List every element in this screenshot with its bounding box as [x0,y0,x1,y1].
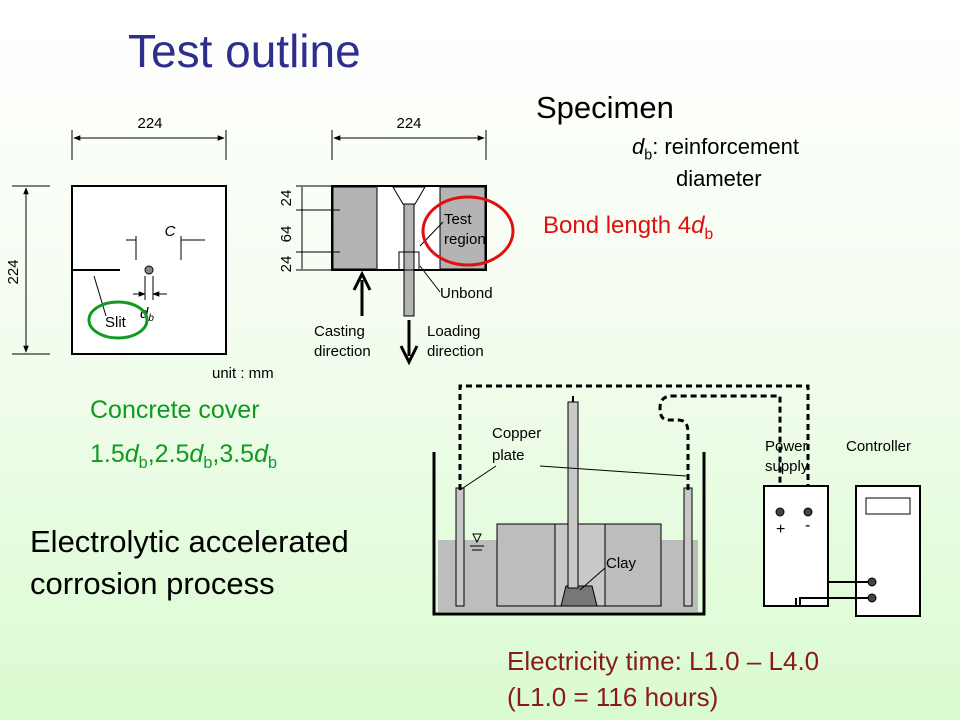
setup-rebar [567,401,579,589]
minus-terminal [803,507,813,517]
clay-label: Clay [606,555,637,572]
c-label: C [165,223,176,240]
plus-label: + [776,521,785,538]
casting-arrow-head [352,270,372,291]
bond-db-symbol: d [691,212,705,239]
controller-display [865,497,911,515]
corrosion-setup-diagram: Copper plate Clay Power supply + - Contr… [432,384,921,617]
rebar-vertical [403,203,415,317]
power-supply-label-2: supply [765,458,809,475]
db-definition-line2: diameter [676,166,762,191]
slit-label: Slit [105,314,127,331]
process-title-line1: Electrolytic accelerated [30,524,349,559]
bar-head [392,186,426,205]
unit-label: unit : mm [212,365,274,382]
water-level-symbol [472,533,482,544]
copper-leader-left [459,465,497,491]
controller-label: Controller [846,438,911,455]
casting-label-2: direction [314,343,371,360]
dim-bot-label: 24 [278,256,295,273]
side-section-diagram: 224 24 64 24 Test region Unbond Casting … [278,115,515,366]
unbond-sleeve [398,251,420,271]
bond-length-text: Bond length 4 [543,212,692,239]
cover-value-3: ,3.5 [212,440,255,468]
test-region-label-2: region [444,231,486,248]
db-symbol: d [632,134,645,159]
dim-mid-label: 64 [278,226,295,243]
casting-label-1: Casting [314,323,365,340]
test-region-highlight-ellipse [421,195,515,267]
bond-length-label: Bond length 4db [543,212,713,244]
copper-label-2: plate [492,447,525,464]
loading-label-2: direction [427,343,484,360]
slit-highlight-ellipse [87,300,149,340]
concrete-cover-title: Concrete cover [90,396,260,424]
copper-plate-left [455,487,465,607]
cover-sub-3: b [267,454,278,472]
concrete-block-left [332,186,378,270]
db-definition-text: : reinforcement [652,134,799,159]
controller-terminal-1 [867,577,877,587]
cover-value-1: 1.5 [90,440,125,468]
page-title: Test outline [128,25,361,77]
wire-ps-controller-2 [799,597,868,606]
clay-leader [579,567,606,591]
unbond-leader [419,265,441,293]
wire-copper-to-minus [458,384,810,512]
cover-sym-1: d [124,440,139,468]
controller-terminal-2 [867,593,877,603]
db-definition: db: reinforcement [632,134,799,163]
cover-sym-2: d [189,440,204,468]
wire-ps-controller-1 [795,581,868,606]
slit-leader [93,275,107,317]
test-region-label-1: Test [444,211,472,228]
electricity-time-line2: (L1.0 = 116 hours) [507,682,719,712]
power-supply-label-1: Power [765,438,808,455]
minus-label: - [805,517,810,534]
tank [432,452,706,616]
width-label: 224 [137,115,162,132]
specimen-block-left [496,523,556,607]
db-label-subscript: b [148,313,154,324]
process-title-line2: corrosion process [30,566,275,601]
side-width-label: 224 [396,115,421,132]
cover-sym-3: d [254,440,268,468]
copper-label-1: Copper [492,425,541,442]
copper-plate-right [683,487,693,607]
cover-sub-2: b [203,454,213,472]
height-label: 224 [5,259,22,284]
copper-leader-right [539,465,687,477]
electricity-time-line1: Electricity time: L1.0 – L4.0 [507,646,820,676]
power-supply-box [763,485,829,607]
concrete-cover-values: 1.5db,2.5db,3.5db [90,440,277,473]
clay-plug [560,585,598,607]
unbond-label: Unbond [440,285,493,302]
dim-top-label: 24 [278,190,295,207]
wire-loop-to-plus [658,394,782,512]
cover-sub-1: b [138,454,148,472]
rebar-circle [144,265,154,275]
db-subscript: b [644,147,653,164]
bond-db-subscript: b [704,225,714,243]
specimen-heading: Specimen [536,90,674,125]
loading-arrow-head [399,345,419,366]
loading-label-1: Loading [427,323,480,340]
cross-section-diagram: 224 224 C db Slit unit : mm [5,115,274,382]
cover-value-2: ,2.5 [147,440,190,468]
plus-terminal [775,507,785,517]
